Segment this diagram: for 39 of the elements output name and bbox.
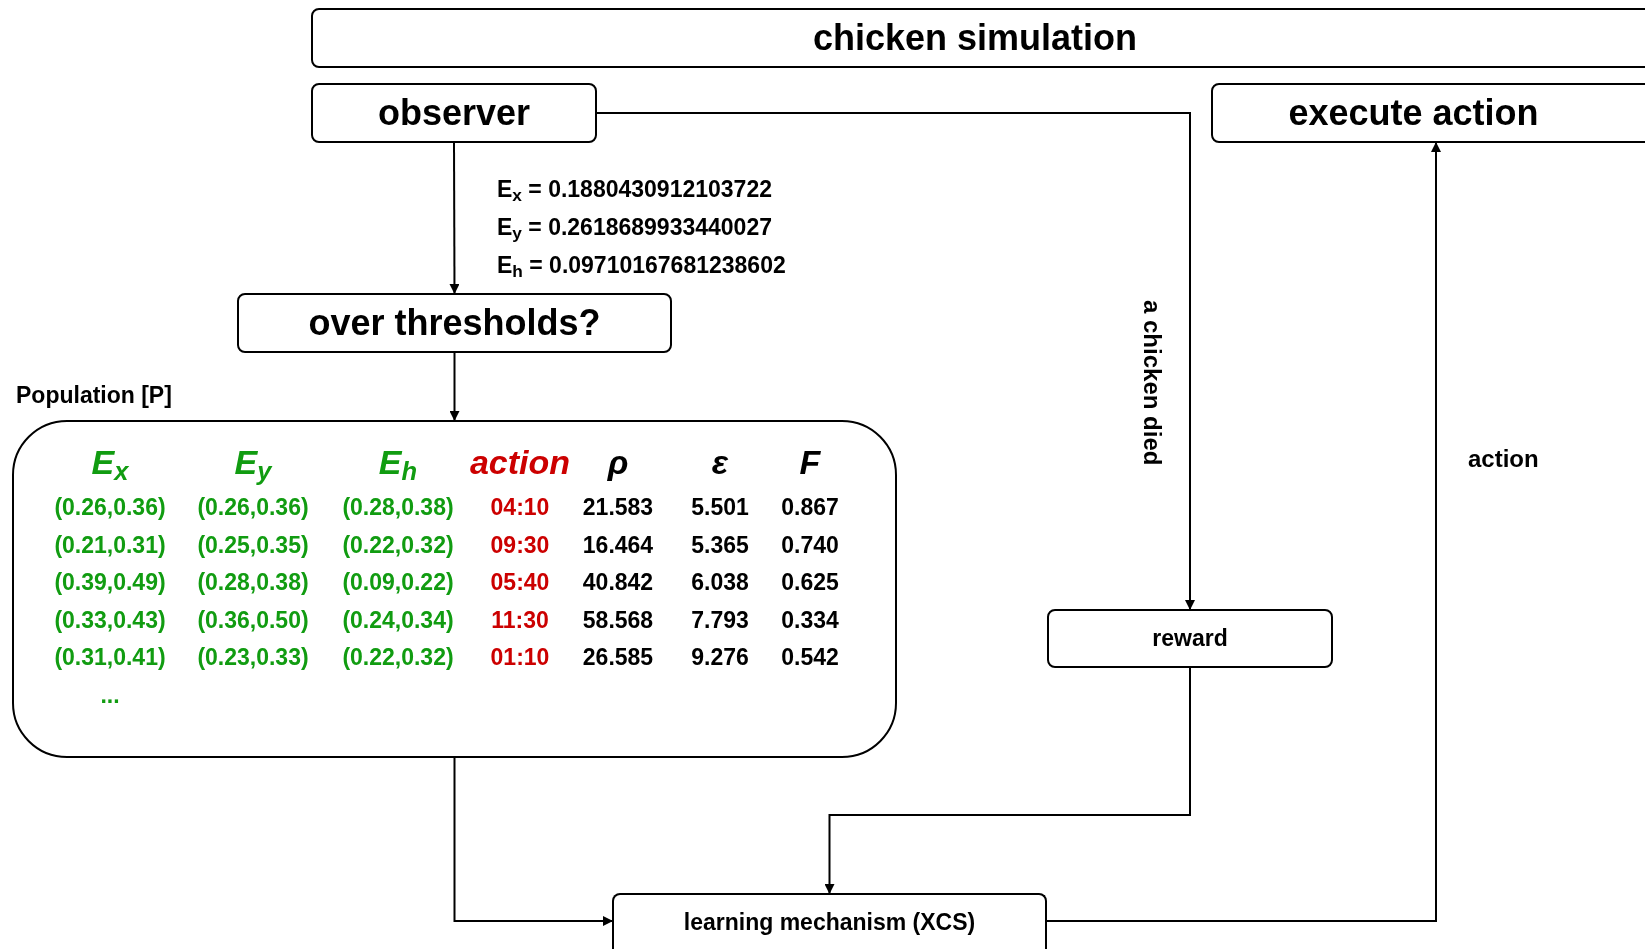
table-cell-text: (0.09,0.22) xyxy=(341,568,455,597)
process-box: over thresholds? xyxy=(237,293,672,353)
column-header: E$_{y}$ xyxy=(233,442,274,488)
table-cell-text: (0.23,0.33) xyxy=(196,643,310,672)
table-cell-text: (0.28,0.38) xyxy=(341,493,455,522)
process-box: reward xyxy=(1047,609,1333,668)
process-box: chicken simulation xyxy=(311,8,1645,68)
table-cell-text: (0.31,0.41) xyxy=(53,643,167,672)
equation-text: E$_{x}$ = 0.1880430912103722 xyxy=(497,175,772,207)
table-cell-text: (0.21,0.31) xyxy=(53,530,167,560)
table-cell-text: (0.26,0.36) xyxy=(196,493,310,522)
arrow xyxy=(449,142,460,294)
equation-text: E$_{h}$ = 0.09710167681238602 xyxy=(497,251,786,283)
table-cell-text: (0.39,0.49) xyxy=(53,568,167,597)
table-cell-text: (0.25,0.35) xyxy=(196,530,310,560)
equation-text: E$_{y}$ = 0.2618689933440027 xyxy=(497,213,772,245)
arrow xyxy=(596,112,1195,610)
box-heading: Population [P] xyxy=(16,381,172,410)
table-cell-text: (0.22,0.32) xyxy=(341,530,455,560)
table-cell-text: (0.36,0.50) xyxy=(196,605,310,635)
process-box: observer xyxy=(311,83,597,143)
arrow xyxy=(824,667,1191,894)
arrow xyxy=(453,757,613,926)
column-header: E$_{x}$ xyxy=(90,442,130,488)
table-cell-text: (0.28,0.38) xyxy=(196,568,310,597)
table-cell-text: (0.24,0.34) xyxy=(341,605,455,635)
column-header: ε xyxy=(710,442,730,483)
process-box: execute action xyxy=(1211,83,1645,143)
arrow xyxy=(449,352,460,421)
table-cell-text: (0.26,0.36) xyxy=(53,493,167,522)
table-cell-text: 58.568 xyxy=(581,605,655,635)
arrow xyxy=(1046,142,1441,922)
column-header: action xyxy=(468,442,572,483)
column-header: F xyxy=(798,442,822,483)
table-cell-text: ... xyxy=(99,680,121,710)
table-cell-text: (0.33,0.43) xyxy=(53,605,167,635)
process-box: learning mechanism (XCS) xyxy=(612,893,1047,949)
column-header: E$_{h}$ xyxy=(377,442,419,488)
table-cell-text: (0.22,0.32) xyxy=(341,643,455,672)
